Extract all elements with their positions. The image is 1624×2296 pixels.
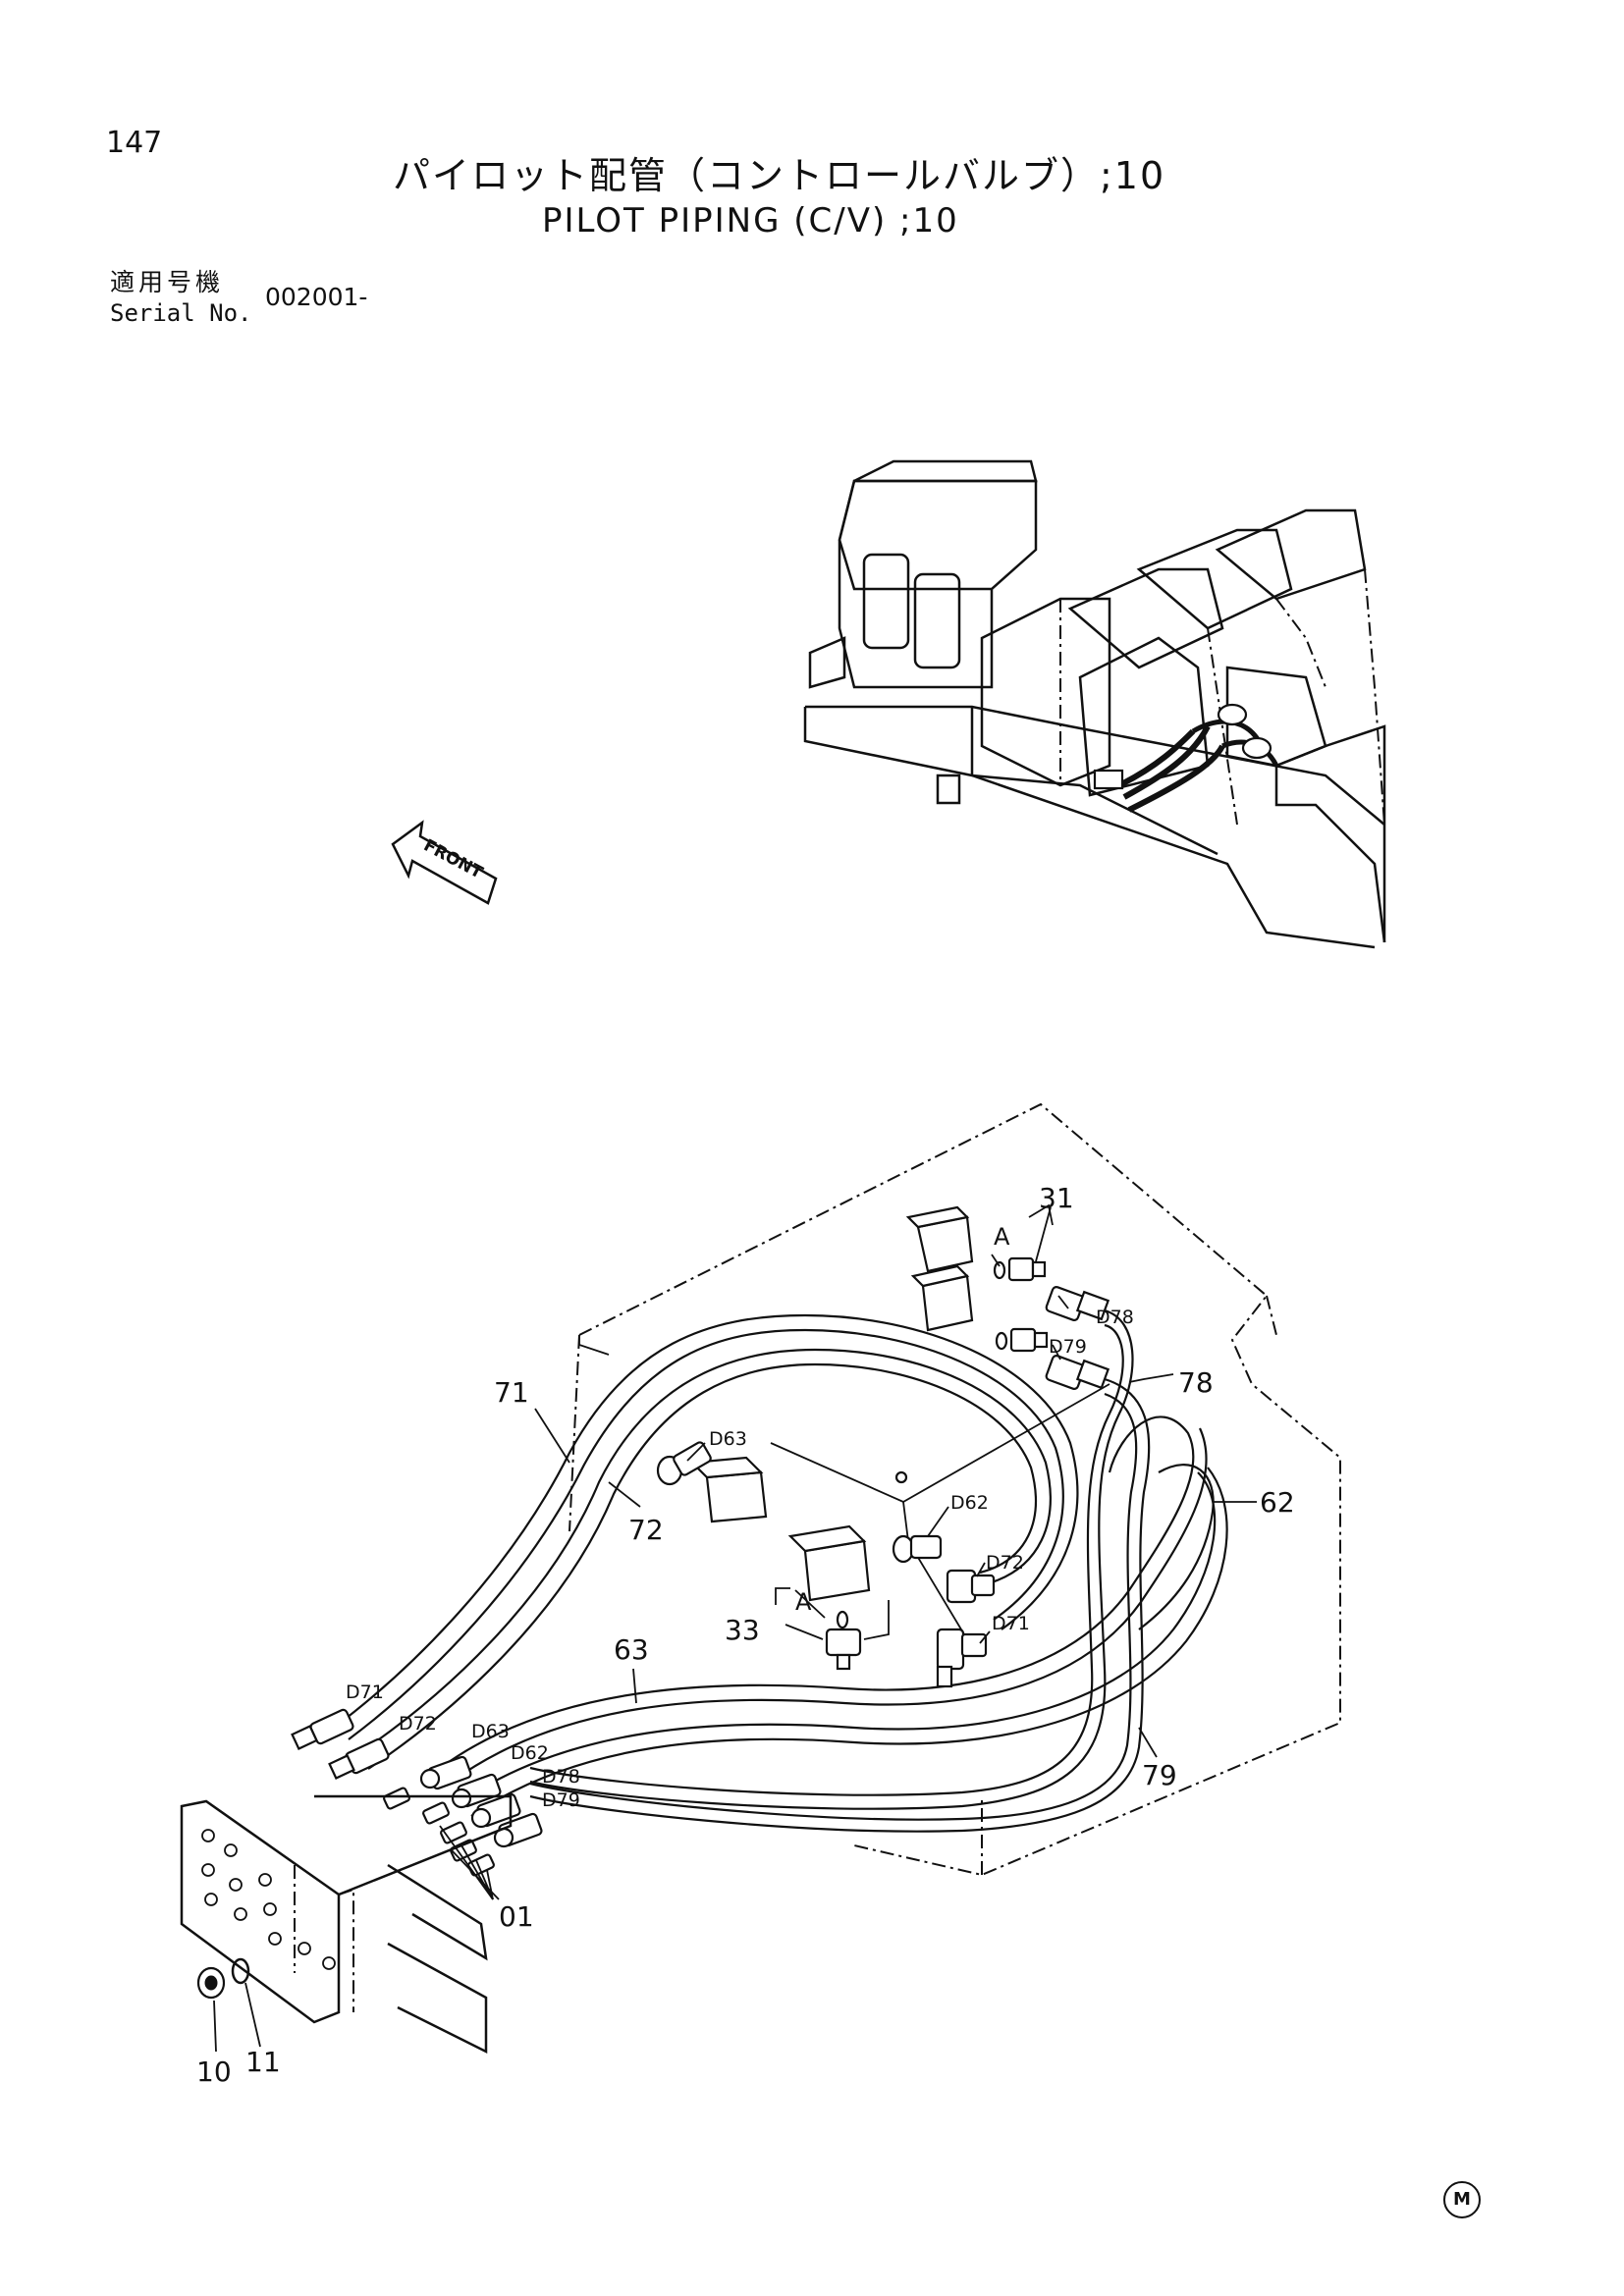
washer-11 bbox=[231, 1957, 250, 1985]
label-d71-top: D71 bbox=[992, 1613, 1030, 1634]
callout-72: 72 bbox=[628, 1514, 664, 1546]
label-d62-top: D62 bbox=[950, 1492, 989, 1514]
serial-label-english: Serial No. bbox=[110, 299, 252, 327]
hose-79 bbox=[529, 1377, 1151, 1833]
callout-31: 31 bbox=[1039, 1182, 1074, 1214]
callout-71: 71 bbox=[494, 1376, 529, 1409]
serial-label-japanese: 適用号機 bbox=[110, 268, 225, 296]
hose-78 bbox=[529, 1308, 1134, 1810]
hose-62 bbox=[460, 1464, 1228, 1817]
callout-63: 63 bbox=[614, 1633, 649, 1666]
callout-62: 62 bbox=[1260, 1486, 1295, 1519]
title-japanese: パイロット配管（コントロールバルブ）;10 bbox=[393, 154, 1166, 197]
callout-11: 11 bbox=[245, 2046, 281, 2078]
callout-10: 10 bbox=[196, 2056, 232, 2088]
valve-block-3 bbox=[689, 1456, 768, 1523]
label-d78-top: D78 bbox=[1096, 1307, 1134, 1328]
overview-pipe-bundle bbox=[1093, 703, 1279, 813]
connector-d72-bottom bbox=[328, 1737, 390, 1780]
front-arrow-label: FRONT bbox=[420, 835, 486, 882]
label-d79-top: D79 bbox=[1049, 1336, 1087, 1358]
hose-72 bbox=[352, 1348, 1052, 1770]
fitting-31-lower bbox=[995, 1327, 1049, 1353]
label-d79-bottom: D79 bbox=[542, 1789, 580, 1811]
page-number: 147 bbox=[106, 126, 163, 160]
title-english: PILOT PIPING (C/V) ;10 bbox=[542, 201, 959, 240]
fitting-31-upper bbox=[993, 1256, 1047, 1282]
fitting-d71-top bbox=[936, 1628, 988, 1688]
valve-block-2 bbox=[910, 1264, 974, 1332]
fitting-d63-top bbox=[656, 1441, 712, 1486]
label-d62-bottom: D62 bbox=[511, 1742, 549, 1764]
connector-d79-top bbox=[1045, 1354, 1110, 1391]
leader-lines bbox=[213, 1203, 1257, 2053]
valve-block-4 bbox=[787, 1524, 871, 1602]
valve-block-1 bbox=[905, 1205, 974, 1273]
front-arrow: FRONT bbox=[391, 820, 498, 905]
label-d72-bottom: D72 bbox=[399, 1713, 437, 1735]
nut-10 bbox=[196, 1966, 226, 2000]
label-d72-top: D72 bbox=[986, 1552, 1024, 1574]
connector-d78-bottom bbox=[470, 1792, 521, 1829]
callout-33: 33 bbox=[725, 1614, 760, 1646]
label-d78-bottom: D78 bbox=[542, 1766, 580, 1788]
machine-overview bbox=[803, 459, 1386, 949]
left-connectors bbox=[291, 1708, 543, 1877]
serial-value: 002001- bbox=[265, 283, 368, 311]
detail-a-top: A bbox=[994, 1223, 1010, 1251]
detail-a-left: A bbox=[795, 1588, 812, 1616]
connector-d79-bottom bbox=[493, 1812, 543, 1848]
connector-d71-bottom bbox=[291, 1708, 354, 1750]
bracket-plate bbox=[180, 1794, 513, 2055]
callout-78: 78 bbox=[1178, 1366, 1214, 1399]
callout-79: 79 bbox=[1142, 1759, 1177, 1791]
connector-d63-bottom bbox=[419, 1755, 472, 1790]
label-d71-bottom: D71 bbox=[346, 1682, 384, 1703]
label-d63-top: D63 bbox=[709, 1428, 747, 1450]
label-d63-bottom: D63 bbox=[471, 1721, 510, 1742]
detail-assembly bbox=[180, 1102, 1341, 2055]
callout-01: 01 bbox=[499, 1900, 534, 1933]
hose-63 bbox=[441, 1415, 1208, 1783]
fitting-33 bbox=[825, 1610, 862, 1671]
fitting-d62-top bbox=[892, 1534, 943, 1564]
hose-71 bbox=[333, 1313, 1079, 1740]
callout-labels: 31 71 72 78 62 63 33 79 01 10 11 A A D63… bbox=[196, 1182, 1295, 2088]
m-mark-icon: M bbox=[1443, 2181, 1481, 2218]
fitting-d72-top bbox=[946, 1569, 996, 1604]
